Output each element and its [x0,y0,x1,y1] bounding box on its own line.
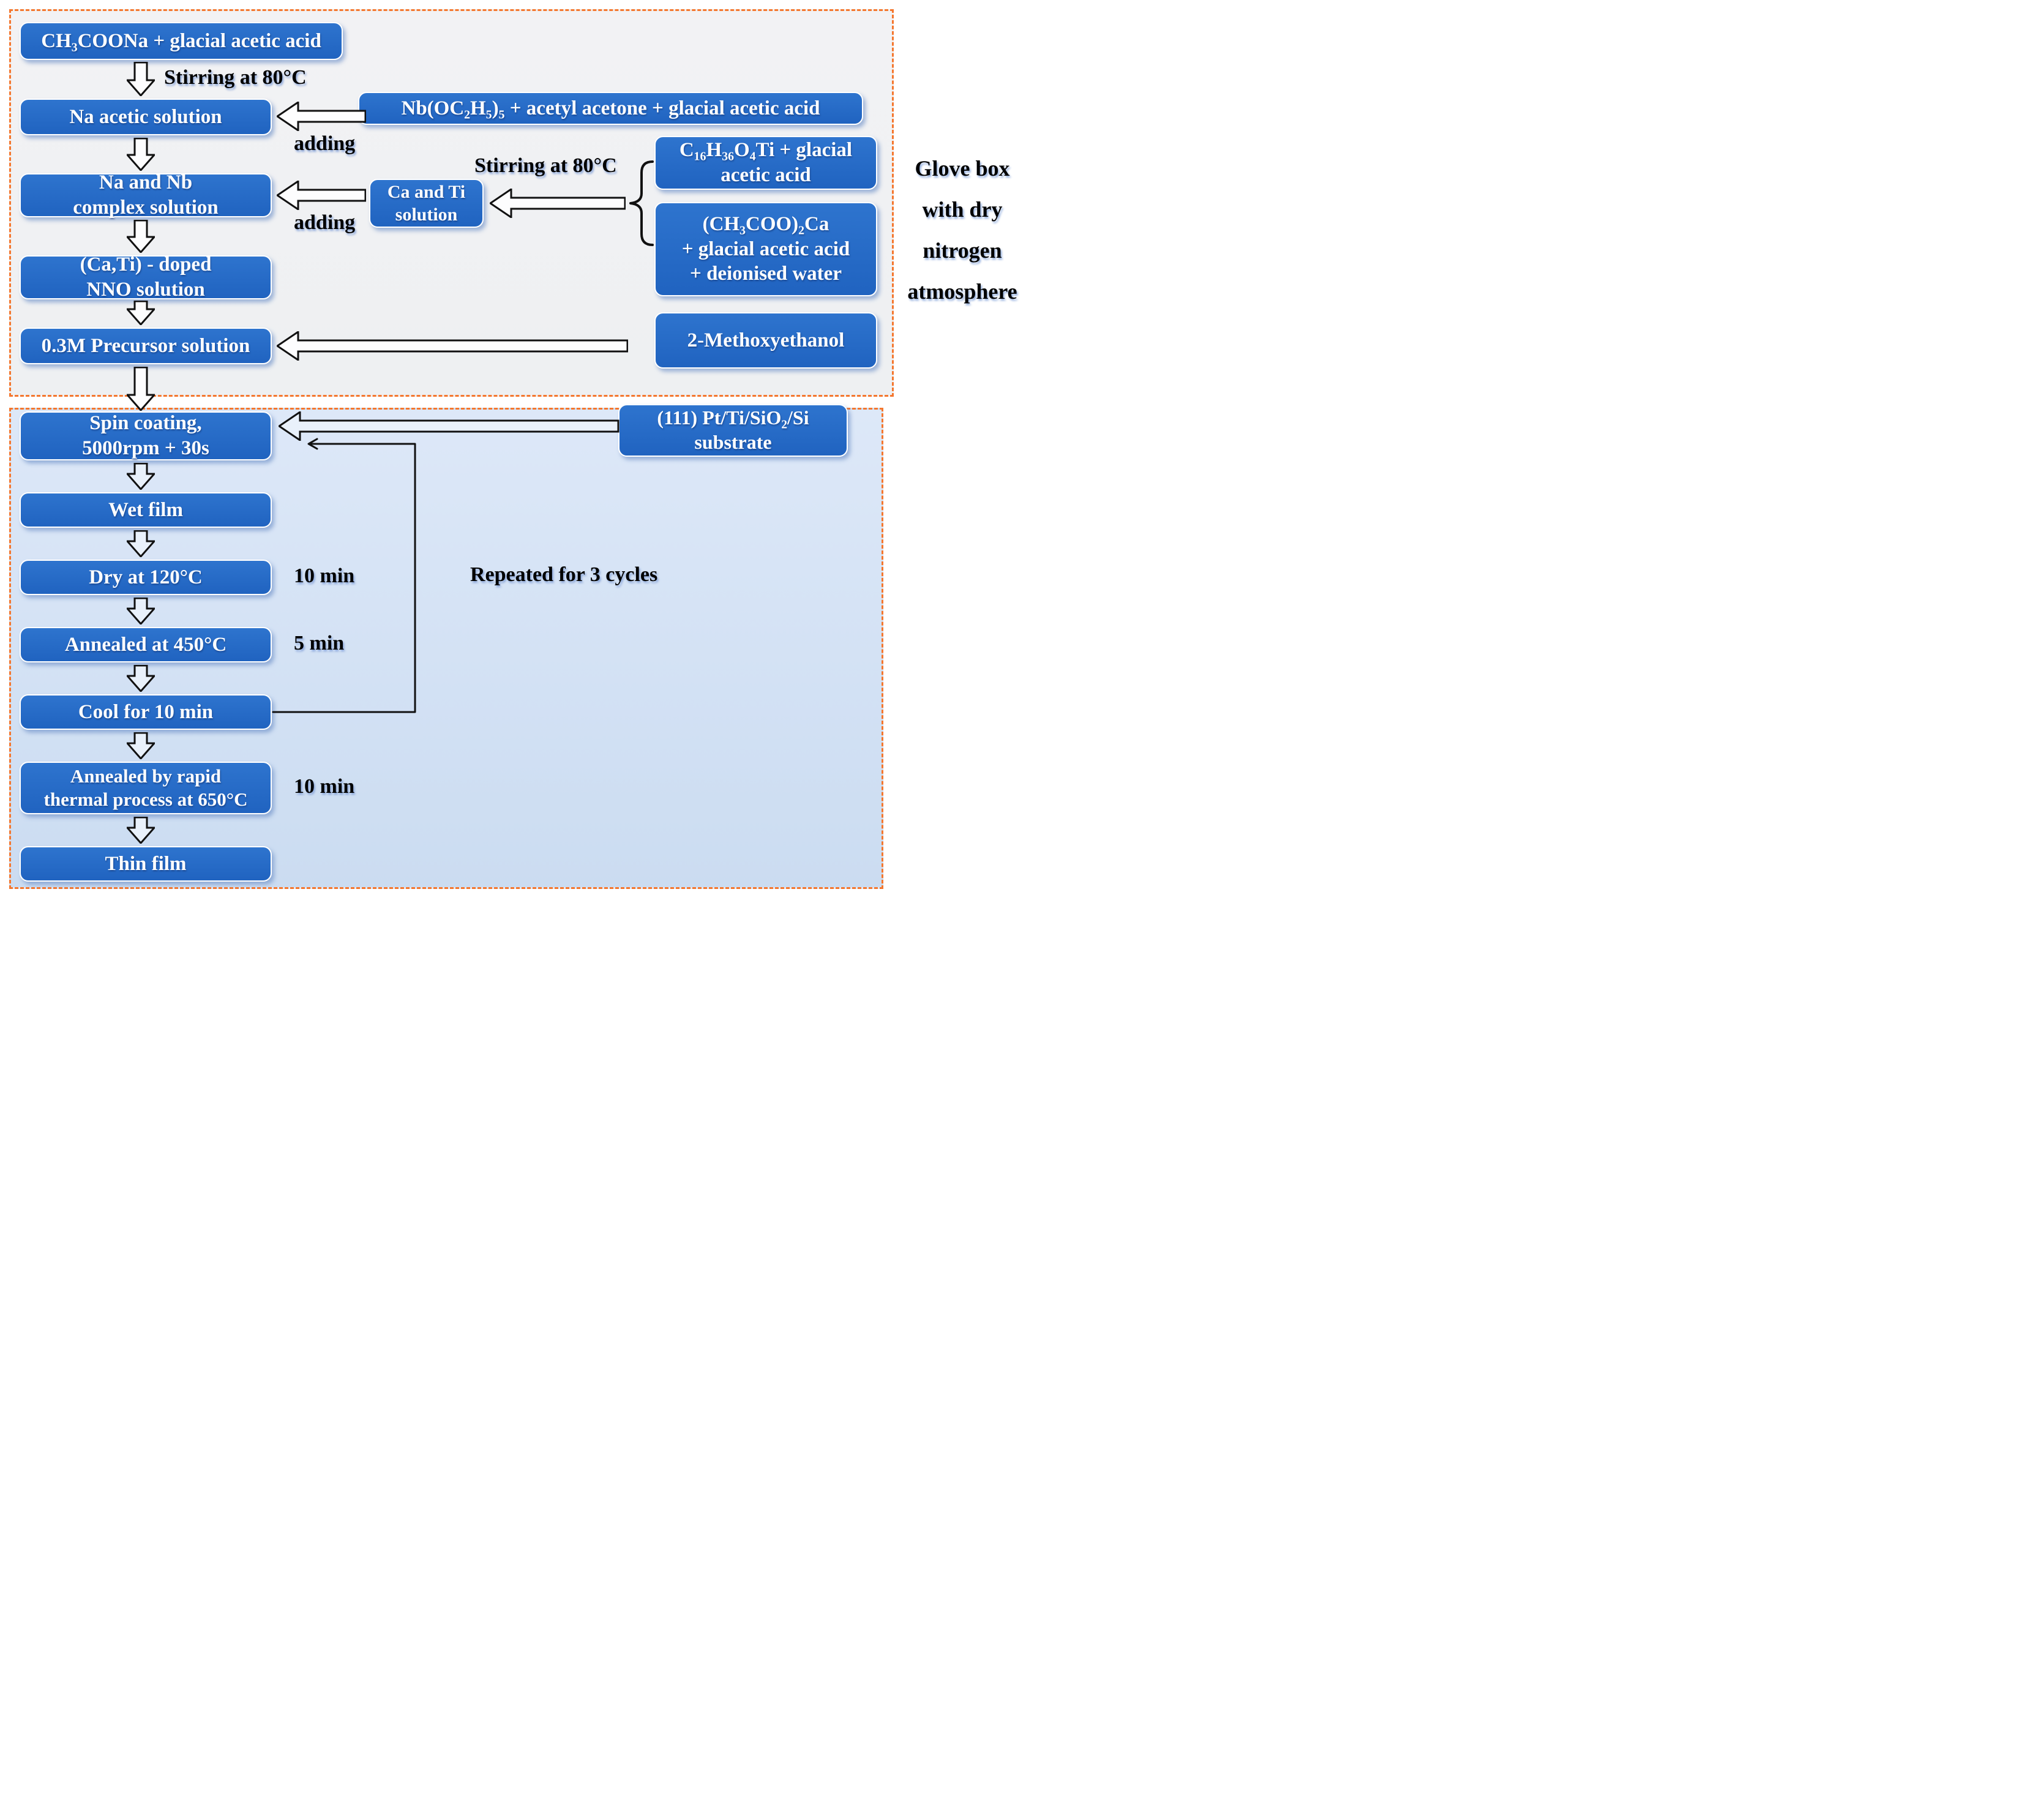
box-methoxyethanol: 2-Methoxyethanol [654,312,877,369]
down-arrow-icon [127,220,155,253]
down-arrow-icon [127,301,155,325]
box-ca-ti-solution: Ca and Ti solution [369,179,484,228]
box-rtp-650: Annealed by rapid thermal process at 650… [20,762,272,814]
left-arrow-adding-icon [277,102,366,131]
left-arrow-substrate-icon [279,411,620,441]
left-arrow-stirring-icon [490,189,626,218]
box-spin-coating: Spin coating, 5000rpm + 30s [20,411,272,460]
label-stirring-80c-2: Stirring at 80°C [474,154,617,177]
box-precursor-solution: 0.3M Precursor solution [20,328,272,364]
glovebox-note-line: nitrogen [923,238,1002,263]
box-niobium-mix: Nb(OC₂H₅)₅ + acetyl acetone + glacial ac… [358,92,863,125]
brace-icon [629,160,654,246]
glovebox-note-line: Glove box [915,156,1010,181]
label-dry-time: 10 min [294,564,355,587]
box-na-acetic-solution: Na acetic solution [20,99,272,135]
down-arrow-section-crossing-icon [127,367,155,411]
down-arrow-icon [127,598,155,624]
down-arrow-icon [127,732,155,759]
box-thin-film: Thin film [20,846,272,882]
label-anneal-450-time: 5 min [294,632,345,654]
glovebox-note-line: atmosphere [907,279,1017,304]
label-stirring-80c-1: Stirring at 80°C [164,66,307,89]
label-adding-1: adding [294,132,356,155]
repeat-loop-arrow-icon [272,438,416,713]
box-na-nb-complex: Na and Nb complex solution [20,171,272,219]
box-annealed-450: Annealed at 450°C [20,627,272,662]
box-dry-120: Dry at 120°C [20,560,272,595]
down-arrow-icon [127,530,155,557]
down-arrow-icon [127,138,155,171]
label-rtp-time: 10 min [294,775,355,798]
box-wet-film: Wet film [20,492,272,528]
left-arrow-methoxyethanol-icon [277,331,628,361]
flowchart-page: { "colors": { "box_blue": "#2368c4", "da… [0,0,1022,900]
left-arrow-adding-icon [277,181,366,210]
box-doped-nno-solution: (Ca,Ti) - doped NNO solution [20,253,272,301]
box-sodium-acetate: CH₃COONa + glacial acetic acid [20,22,343,60]
glovebox-note-line: with dry [922,197,1003,222]
glovebox-note: Glove box with dry nitrogen atmosphere [902,148,1022,312]
box-calcium-precursor: (CH₃COO)₂Ca + glacial acetic acid + deio… [654,202,877,296]
box-cool-10min: Cool for 10 min [20,694,272,730]
box-substrate: (111) Pt/Ti/SiO₂/Si substrate [618,404,848,457]
down-arrow-icon [127,62,155,96]
down-arrow-icon [127,817,155,844]
box-titanium-precursor: C₁₆H₃₆O₄Ti + glacial acetic acid [654,136,877,190]
label-repeated-cycles: Repeated for 3 cycles [470,563,658,586]
down-arrow-icon [127,463,155,490]
label-adding-2: adding [294,211,356,234]
down-arrow-icon [127,665,155,692]
